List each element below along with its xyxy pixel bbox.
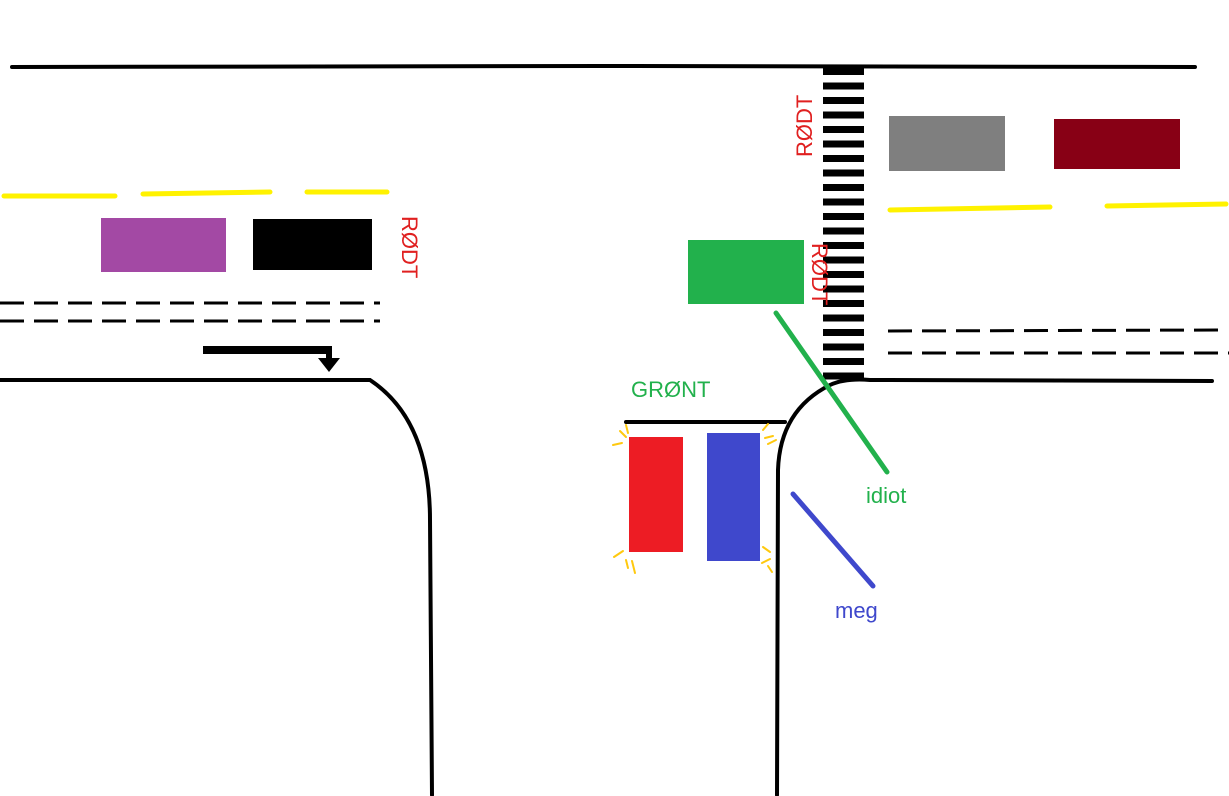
turn-arrow <box>203 346 340 372</box>
darkred-car <box>1054 119 1180 169</box>
meg-label: meg <box>835 598 878 623</box>
crosswalk-stripe <box>823 242 864 249</box>
black-car <box>253 219 372 270</box>
hazard-flashes <box>612 423 777 574</box>
lane-dividers <box>0 301 1229 355</box>
road-top-edge <box>10 63 1197 69</box>
road-bottom-edge-left <box>0 378 434 796</box>
crosswalk-stripe <box>823 82 864 90</box>
crosswalk-stripe <box>823 329 864 336</box>
red-light-label-crosswalk-mid: RØDT <box>807 243 832 305</box>
crosswalk-stripe <box>823 314 864 322</box>
crosswalk-stripe <box>823 256 864 264</box>
crosswalk-stripe <box>823 271 864 278</box>
yellow-center-line <box>1 189 1229 213</box>
crosswalk-stripe <box>823 358 864 365</box>
crosswalk-stripe <box>823 126 864 133</box>
crosswalk-stripe <box>823 155 864 162</box>
green-light-label: GRØNT <box>631 377 710 402</box>
crosswalk-stripe <box>823 343 864 351</box>
meg-pointer-line <box>790 491 876 589</box>
crosswalk <box>823 68 864 380</box>
idiot-pointer-line <box>773 310 890 475</box>
crosswalk-stripe <box>823 111 864 119</box>
blue-car <box>707 433 760 561</box>
crosswalk-stripe <box>823 213 864 220</box>
green-car <box>688 240 804 304</box>
gray-car <box>889 116 1005 171</box>
red-light-label-main: RØDT <box>397 216 422 278</box>
crosswalk-stripe <box>823 285 864 293</box>
crosswalk-stripe <box>823 184 864 191</box>
purple-car <box>101 218 226 272</box>
crosswalk-stripe <box>823 68 864 75</box>
crosswalk-stripe <box>823 300 864 307</box>
red-car <box>629 437 683 552</box>
red-light-label-crosswalk-top: RØDT <box>792 95 817 157</box>
idiot-label: idiot <box>866 483 906 508</box>
crosswalk-stripe <box>823 227 864 235</box>
crosswalk-stripe <box>823 97 864 104</box>
crosswalk-stripe <box>823 169 864 177</box>
road-edges <box>0 63 1214 796</box>
road-bottom-edge-right <box>775 377 1214 796</box>
crosswalk-stripe <box>823 140 864 148</box>
crosswalk-stripe <box>823 198 864 206</box>
crosswalk-stripe <box>823 372 864 380</box>
